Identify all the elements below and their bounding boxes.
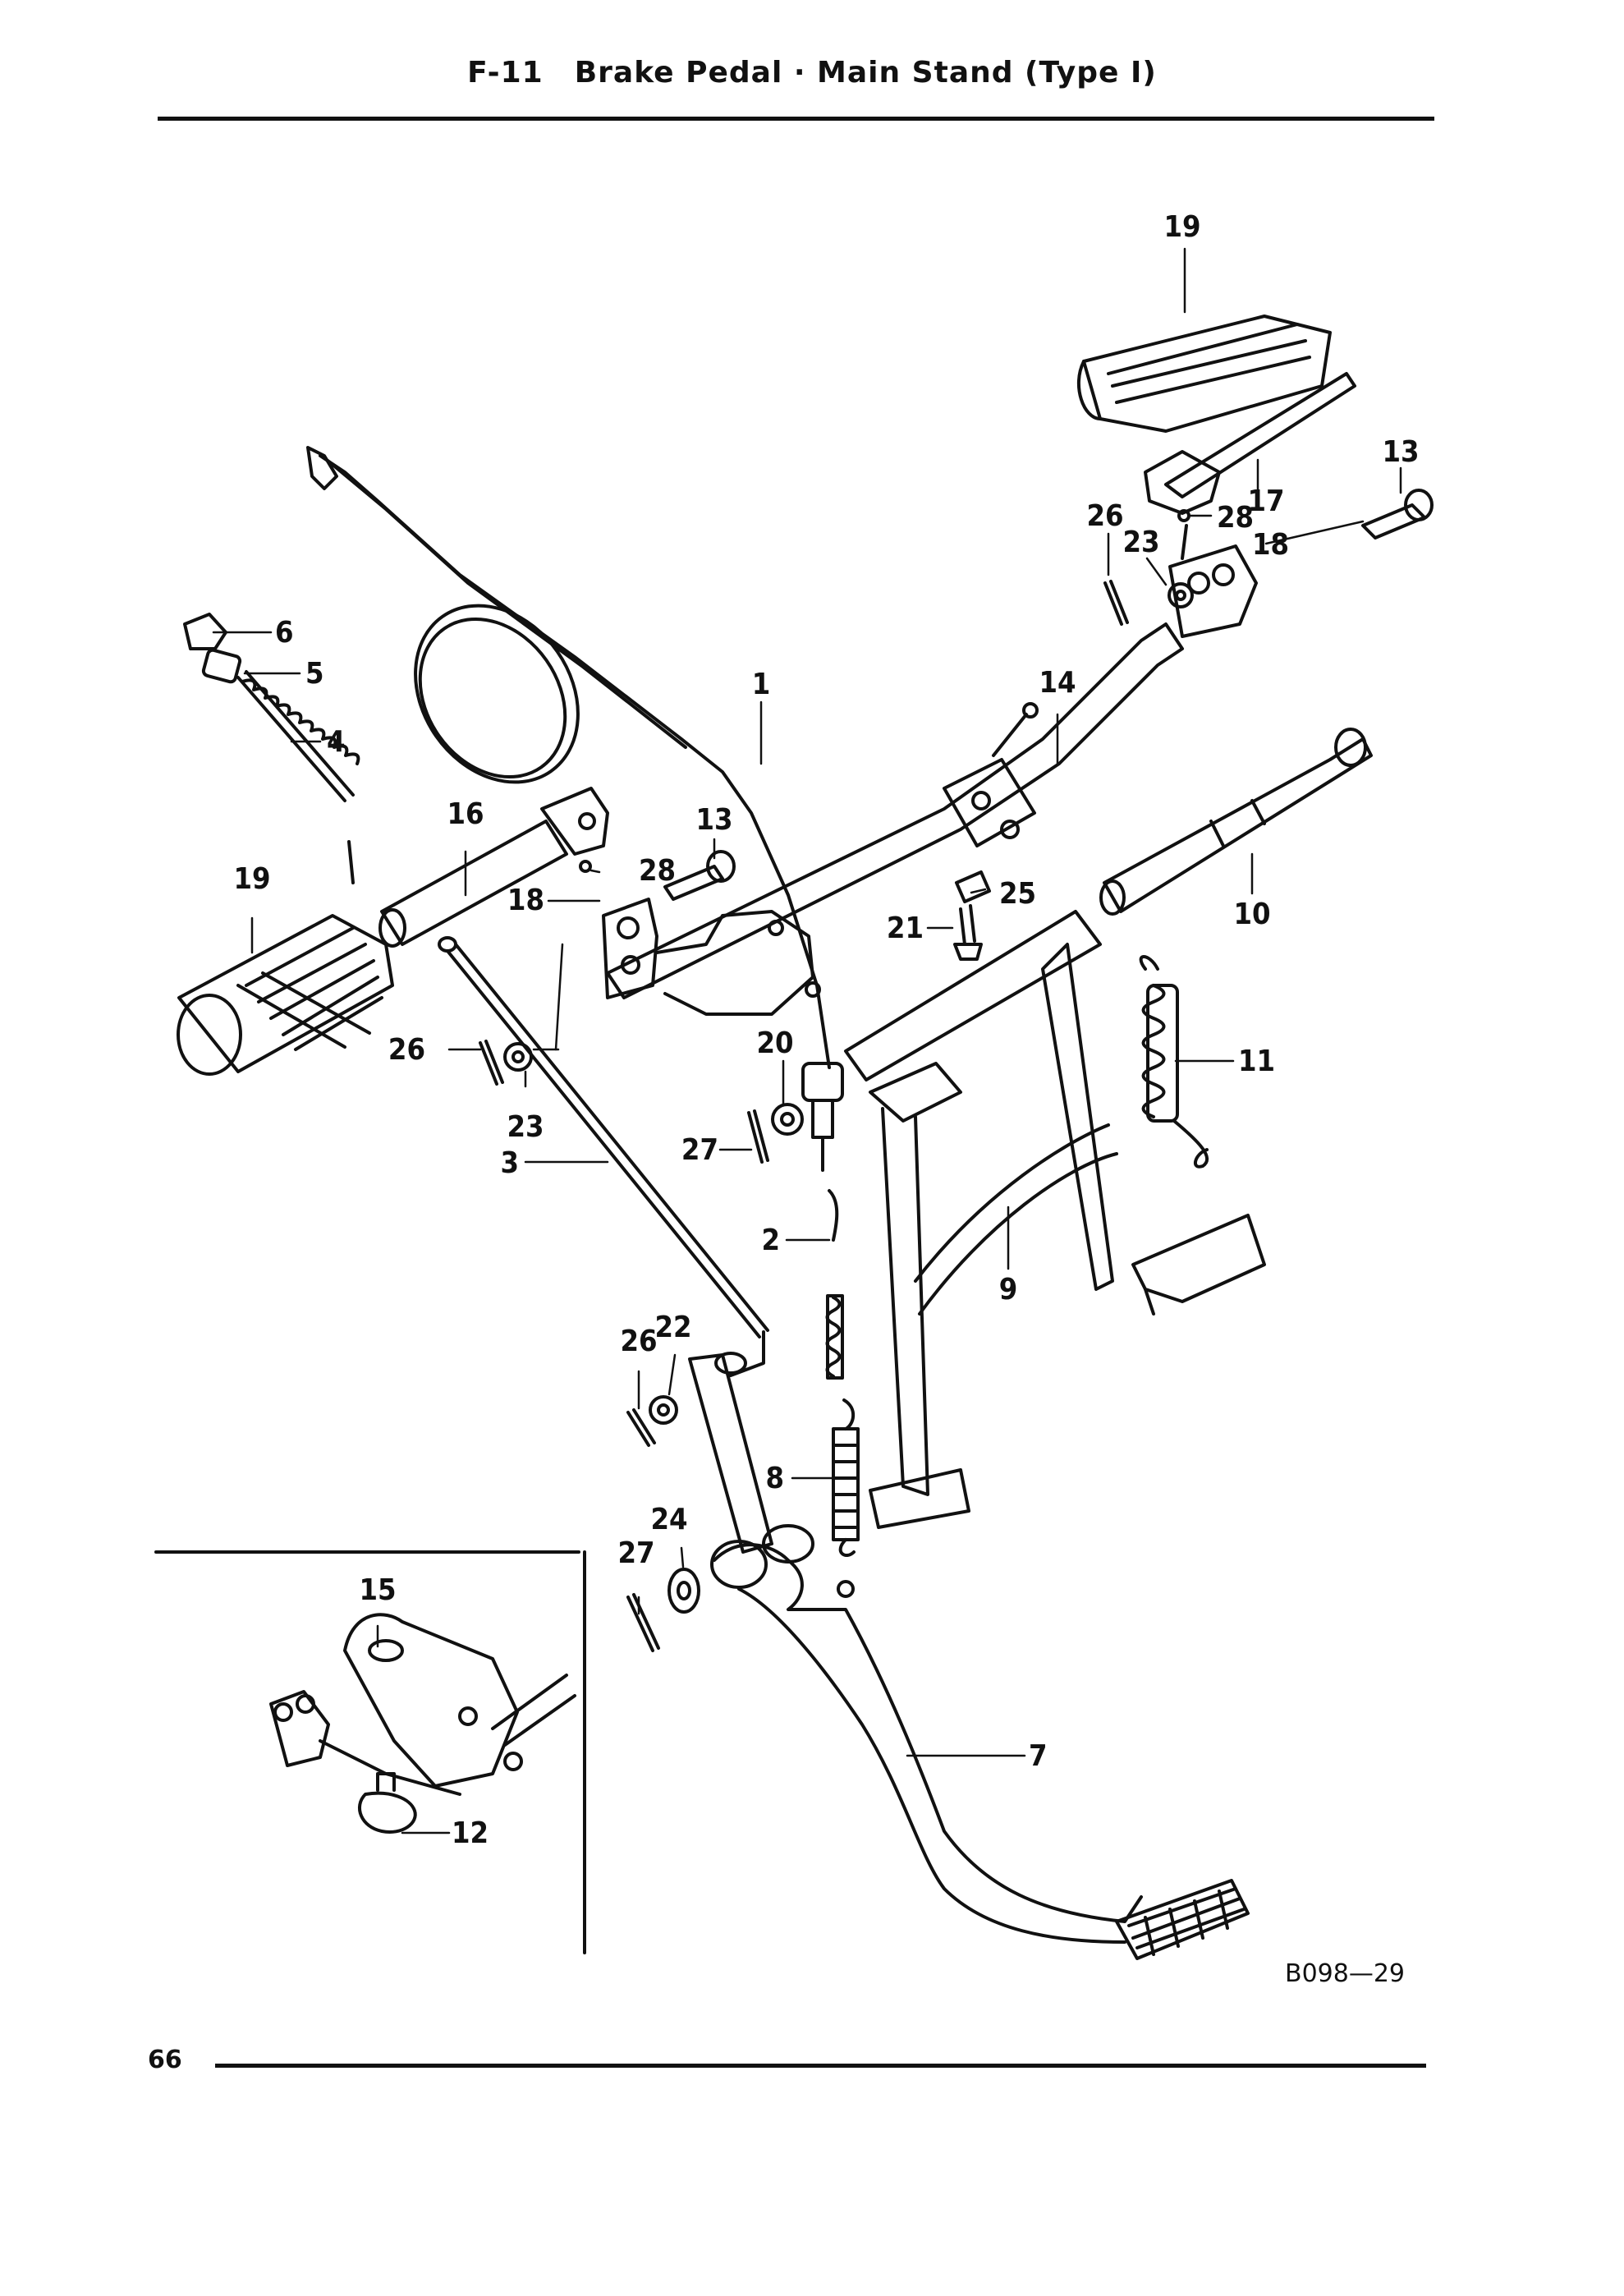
callout-22: 22	[654, 1311, 691, 1344]
figure-code: F-11	[467, 56, 544, 90]
callout-26-right: 26	[1086, 499, 1123, 533]
inset-bracket-assembly	[269, 1613, 576, 1834]
figure-reference-code: B098—29	[1285, 1959, 1406, 1988]
right-bracket	[1168, 524, 1258, 638]
callout-27-middle: 27	[681, 1133, 718, 1167]
ball-28-left	[579, 860, 592, 873]
page-title: F-11 Brake Pedal · Main Stand (Type I)	[0, 56, 1624, 90]
callout-1: 1	[752, 668, 771, 701]
callout-28-right: 28	[1217, 501, 1254, 535]
callout-24: 24	[650, 1503, 687, 1536]
right-pin-13	[1361, 489, 1434, 540]
callout-13-right: 13	[1382, 435, 1419, 469]
footpeg-bar-14	[606, 622, 1184, 999]
callout-10: 10	[1233, 898, 1270, 931]
stand-pivot-shaft	[1099, 728, 1373, 916]
callout-18-right: 18	[1252, 528, 1289, 562]
callout-11: 11	[1238, 1045, 1275, 1078]
callout-5: 5	[305, 657, 324, 691]
washer-22	[649, 1395, 678, 1425]
spring-4-assembly	[183, 613, 360, 802]
nut-25	[955, 870, 991, 903]
callout-20: 20	[756, 1026, 793, 1060]
callout-19-right: 19	[1163, 210, 1200, 244]
leader-lines	[212, 247, 1402, 1835]
brake-cable	[306, 446, 844, 1172]
washer-24	[667, 1568, 700, 1614]
main-stand	[844, 910, 1266, 1529]
cotter-pin-26c	[626, 1411, 650, 1447]
inset-frame	[154, 1550, 586, 1954]
right-footpeg-assembly	[1076, 315, 1356, 515]
left-footpeg-rubber	[177, 914, 394, 1076]
callout-9: 9	[999, 1273, 1018, 1306]
spring-11	[1139, 955, 1209, 1169]
callout-19-left: 19	[233, 862, 270, 896]
brake-pedal	[688, 1352, 1250, 1960]
callout-26-bottom: 26	[620, 1325, 657, 1358]
left-pin-13	[663, 850, 736, 901]
callout-23-right: 23	[1122, 526, 1159, 559]
callout-26-left: 26	[388, 1033, 425, 1067]
callout-15: 15	[359, 1573, 396, 1607]
callout-2: 2	[761, 1224, 780, 1257]
callout-28-left: 28	[639, 854, 676, 888]
cotter-pin-26b	[1103, 581, 1123, 626]
callout-14: 14	[1039, 666, 1076, 700]
brake-rod	[438, 936, 769, 1377]
cotter-pin-27a	[747, 1111, 764, 1164]
cotter-pin-26a	[479, 1041, 498, 1086]
page-number: 66	[148, 2046, 182, 2074]
callout-16: 16	[447, 797, 484, 831]
callout-6: 6	[275, 616, 294, 650]
callout-23-left: 23	[507, 1110, 544, 1144]
washers-and-clips	[479, 509, 1194, 1652]
cotter-pin-27b	[626, 1596, 654, 1652]
washer-23-left	[503, 1042, 533, 1072]
callout-25: 25	[999, 877, 1036, 911]
header-rule	[158, 117, 1434, 121]
callout-27-bottom: 27	[617, 1536, 654, 1570]
callout-3: 3	[500, 1146, 519, 1180]
footer-rule	[215, 2064, 1426, 2068]
callout-12: 12	[452, 1816, 489, 1850]
callout-4: 4	[327, 725, 346, 759]
left-footpeg-bar	[347, 787, 609, 948]
callout-18-left: 18	[507, 884, 544, 917]
washer-23-right	[1168, 582, 1194, 608]
callout-13-left: 13	[695, 803, 732, 837]
callout-21: 21	[887, 912, 924, 945]
spring-8	[832, 1398, 860, 1557]
spring-2	[825, 1189, 844, 1380]
bolt-21	[953, 904, 983, 961]
callout-8: 8	[765, 1462, 784, 1495]
ball-28-right	[1177, 509, 1190, 522]
washer-20	[771, 1103, 804, 1136]
callout-17: 17	[1247, 484, 1284, 518]
left-bracket	[602, 898, 821, 1016]
figure-title: Brake Pedal · Main Stand (Type I)	[574, 56, 1157, 90]
callout-labels: 1 2 3 4 5 6 7 8 9 10 11 12 13 13 14 15 1…	[233, 210, 1419, 1850]
callout-7: 7	[1029, 1739, 1048, 1773]
